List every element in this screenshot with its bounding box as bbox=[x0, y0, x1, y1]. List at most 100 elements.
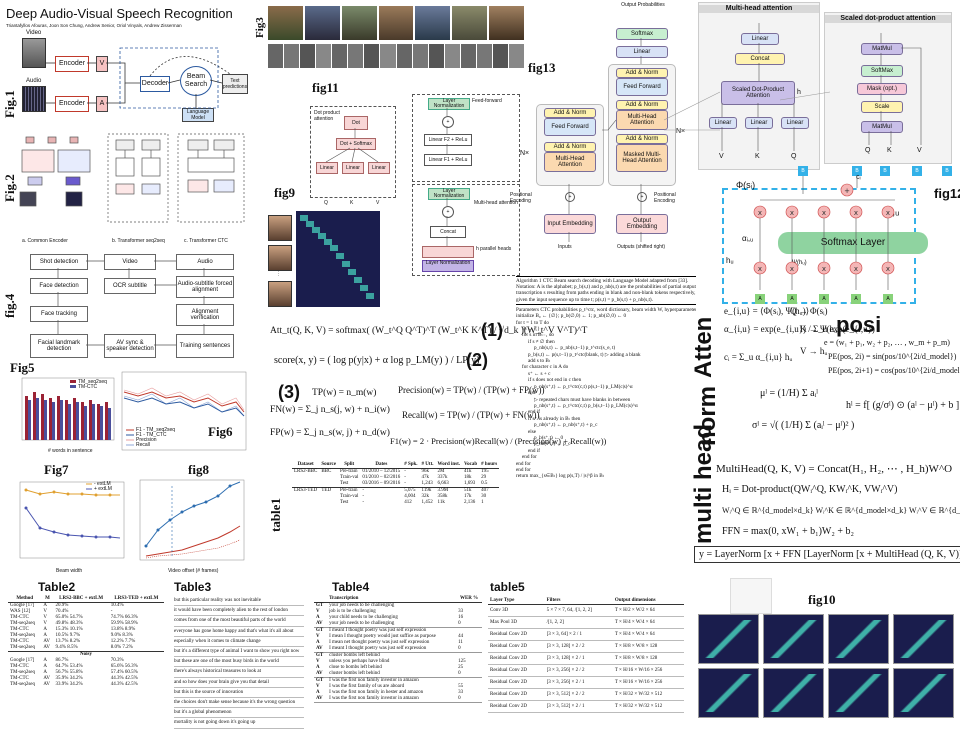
table-cell: Residual Conv 2D bbox=[490, 632, 527, 637]
fig11-arrows bbox=[325, 108, 448, 246]
algorithm-line: p_b(s,t) ← p(s,t−1) p_t^ctc(blank, t) ▷ … bbox=[528, 351, 641, 358]
fig9-label: fig9 bbox=[274, 185, 295, 200]
list-item: the choices don't make sense because it'… bbox=[174, 698, 304, 709]
table-cell: 17k bbox=[464, 494, 472, 499]
table-cell: A bbox=[43, 664, 47, 669]
fig4-arrows bbox=[57, 260, 205, 346]
list-item: but it's a different type of animal I wa… bbox=[174, 647, 304, 658]
table-cell: BBC bbox=[321, 469, 332, 474]
ellipsis: ⋮ bbox=[276, 271, 281, 277]
table-cell: job is to be challenging bbox=[329, 609, 376, 614]
algorithm-caption: Algorithm 1 CTC Beam search decoding wit… bbox=[516, 276, 696, 305]
softmax-layer: Softmax Layer bbox=[778, 232, 928, 254]
posi-label: posi bbox=[836, 312, 882, 337]
table-header: Dataset bbox=[297, 462, 314, 467]
table-cell: 55 bbox=[458, 684, 464, 689]
algorithm-line: end if bbox=[528, 447, 540, 454]
linear-v: Linear bbox=[368, 162, 390, 174]
table-cell: T × H/16 × W/16 × 256 bbox=[614, 680, 663, 685]
table-cell: Residual Conv 2D bbox=[490, 692, 527, 697]
table-cell: your child needs to be challenging bbox=[329, 615, 398, 620]
heatmap-panel bbox=[763, 668, 824, 718]
table-header: # hours bbox=[481, 462, 498, 467]
fig1: Fig.1 Video Audio Encoder Encoder V A De… bbox=[0, 28, 250, 128]
table-cell: [3 × 3, 512] × 2 / 1 bbox=[546, 704, 585, 709]
mh-eq-2: Hᵢ = Dot-product(QWᵢ^Q, KWᵢ^K, VWᵢ^V) bbox=[722, 484, 898, 495]
algorithm-line: p_nb(s⁺,t) ← p_c bbox=[534, 441, 571, 448]
audio-node: Audio bbox=[176, 254, 234, 270]
algorithm-line: p_nb(s⁺,t) ← p_t^ctc(c,t) p(s,t−1) p_LM(… bbox=[534, 383, 633, 390]
table-cell: 11 bbox=[458, 640, 463, 645]
table-cell: 6,663 bbox=[437, 481, 449, 486]
table-cell: TM-seq2seq bbox=[10, 621, 35, 626]
inputs-label: Inputs bbox=[558, 244, 572, 250]
encoder-feedforward: Feed Forward bbox=[544, 118, 596, 136]
table-cell: 51k bbox=[464, 488, 472, 493]
fig5-legend-2: TM-CTC bbox=[78, 384, 98, 390]
algorithm-line: else bbox=[528, 390, 537, 397]
table-cell: cluster bombs left behind bbox=[329, 653, 380, 658]
list-item: there's always historical treasures to l… bbox=[174, 667, 304, 678]
list-item: but it's a global phenomenon bbox=[174, 708, 304, 719]
table-cell: 13.7% 8.2% bbox=[55, 639, 81, 644]
table-cell: A bbox=[316, 640, 320, 645]
output-embedding: Output Embedding bbox=[616, 214, 668, 234]
table3: Table3 but this particular reality was n… bbox=[166, 580, 306, 729]
table-header: Split bbox=[344, 462, 355, 467]
heads-stack bbox=[422, 246, 474, 258]
hu-label: hᵤ bbox=[726, 256, 734, 265]
heatmap-panel bbox=[698, 614, 759, 664]
table-cell: AV bbox=[43, 639, 50, 644]
decoder-pos-add: + bbox=[637, 192, 647, 202]
algorithm-line: s⁺ ← s + c bbox=[528, 370, 551, 377]
fig8: fig8 Video offset (# frames) bbox=[128, 460, 250, 578]
paper-title: Deep Audio-Visual Speech Recognition bbox=[6, 6, 233, 21]
algorithm-body: Parameters CTC probabilities p_t^ctc, wo… bbox=[516, 305, 696, 480]
training-sentences: Training sentences bbox=[176, 334, 234, 358]
table-cell: 64.7% 53.4% bbox=[55, 664, 83, 669]
table-cell: 0 bbox=[458, 671, 461, 676]
table-header: WER % bbox=[459, 596, 479, 601]
table-cell: I mean net thought poetry was just self … bbox=[329, 640, 430, 645]
fig4: fig.4 Shot detection Video Audio Face de… bbox=[0, 250, 250, 366]
fig10-inset bbox=[730, 578, 772, 614]
fig1-arrows bbox=[45, 47, 231, 109]
table-cell: - bbox=[362, 488, 365, 493]
table-header: Vocab bbox=[464, 462, 478, 467]
sdpa-matmul-top: MatMul bbox=[861, 43, 903, 55]
table-cell: T × H/4 × W/4 × 64 bbox=[614, 620, 655, 625]
table-cell: 9.0% 8.3% bbox=[110, 633, 133, 638]
attention-equation: Att_t(Q, K, V) = softmax( (W_t^Q Q^T)^T … bbox=[270, 326, 588, 336]
audio-encoder: Encoder bbox=[55, 96, 89, 112]
table-cell: 56.7% 55.8% bbox=[55, 670, 83, 675]
table-header: LRS3-TED + extLM bbox=[114, 596, 159, 601]
table-cell: AV bbox=[43, 676, 50, 681]
heatmap-panel bbox=[828, 614, 889, 664]
table-cell: 15.3% 10.1% bbox=[55, 627, 83, 632]
fig6-legend-2: F1 - TM_CTC bbox=[136, 432, 167, 438]
table-section-row: Noisy bbox=[8, 651, 164, 658]
fig11-v: V bbox=[376, 200, 380, 206]
layer-norm-top: Layer Normalization bbox=[428, 98, 470, 110]
fig5-label: Fig5 bbox=[10, 360, 35, 375]
table-cell: 01/2010 – 12/2015 bbox=[362, 469, 401, 474]
norm-eq-h: hˡ = f[ (g/σˡ) ⊙ (aˡ − μˡ) + b ] bbox=[846, 400, 960, 411]
video-node: Video bbox=[104, 254, 156, 270]
fn-equation: FN(w) = Σ_j n_s(j, w) + n_i(w) bbox=[270, 405, 390, 415]
table-cell: TED bbox=[321, 488, 332, 493]
fig7: Fig7 - extLM + extLM Beam width bbox=[0, 460, 128, 578]
linear-block: Linear bbox=[616, 46, 668, 58]
table-cell: [3 × 3, 512] × 2 / 2 bbox=[546, 692, 585, 697]
table-cell: T × H/32 × W/32 × 512 bbox=[614, 704, 663, 709]
table-cell: 1,452 bbox=[421, 500, 433, 505]
zoom-connector bbox=[663, 91, 831, 131]
